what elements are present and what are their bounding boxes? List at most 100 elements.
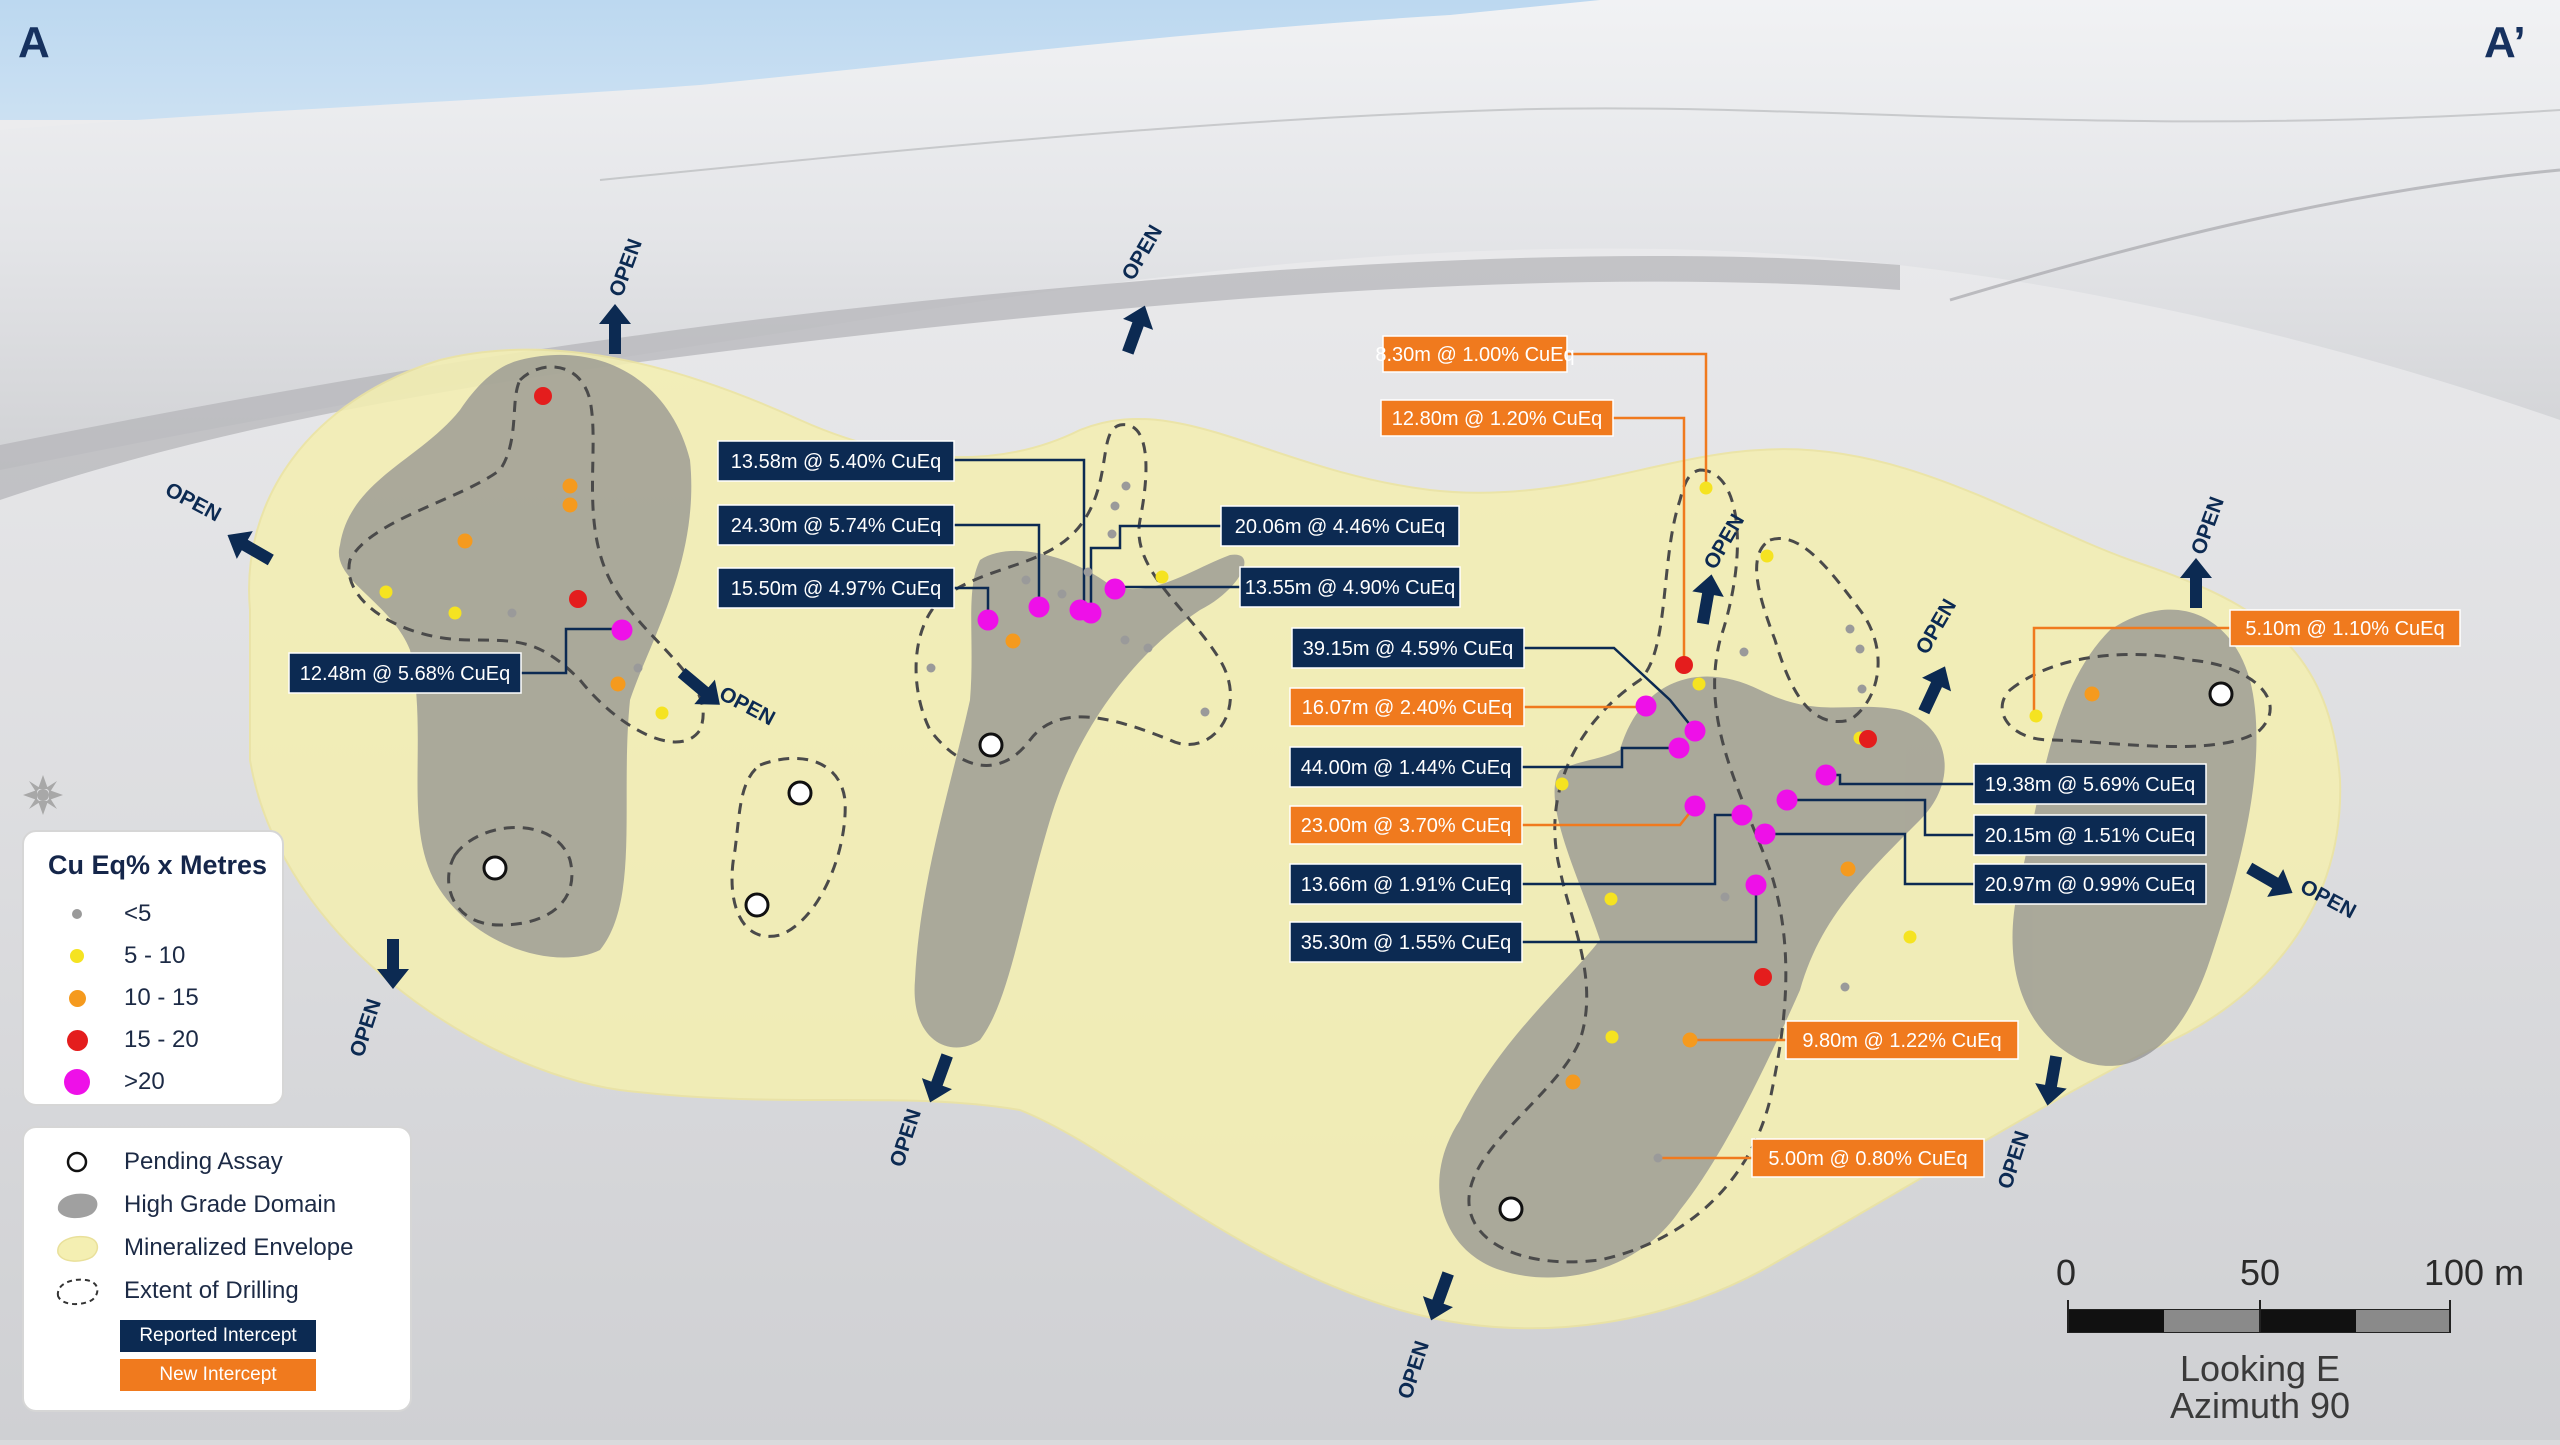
leader-line bbox=[2032, 626, 2230, 716]
intercept-label-box bbox=[1220, 505, 1460, 547]
section-start-label: A bbox=[18, 18, 50, 67]
open-arrow-icon bbox=[2035, 1055, 2067, 1106]
high-grade-domain bbox=[914, 550, 1245, 1048]
intercept-label-box bbox=[1973, 863, 2207, 905]
high-grade-domain-icon bbox=[57, 1193, 98, 1219]
intercept-label-box bbox=[1785, 1020, 2019, 1060]
leader-line bbox=[1765, 832, 1974, 886]
scale-tick-50: 50 bbox=[2240, 1252, 2281, 1293]
pending-assay-point bbox=[744, 892, 770, 918]
new-intercept-swatch: New Intercept bbox=[120, 1359, 316, 1391]
intercept-label-box bbox=[1973, 814, 2207, 856]
assay-point bbox=[1107, 529, 1117, 539]
assay-point bbox=[1760, 549, 1774, 563]
assay-point bbox=[1815, 764, 1837, 786]
intercept-label: 39.15m @ 4.59% CuEq bbox=[1303, 638, 1513, 660]
assay-points bbox=[379, 387, 2234, 1222]
assay-point bbox=[1635, 695, 1657, 717]
assay-point bbox=[1692, 677, 1706, 691]
intercept-label-box bbox=[1289, 863, 1523, 905]
intercept-label: 13.55m @ 4.90% CuEq bbox=[1245, 577, 1455, 599]
intercept-label: 13.66m @ 1.91% CuEq bbox=[1301, 874, 1511, 896]
assay-point bbox=[1080, 602, 1102, 624]
grade-swatch-icon bbox=[72, 909, 82, 919]
assay-point bbox=[1720, 892, 1730, 902]
legend-label: 15 - 20 bbox=[124, 1026, 199, 1053]
view-direction: Looking E bbox=[2179, 1348, 2341, 1389]
assay-point bbox=[1675, 656, 1693, 674]
mineralized-envelope-icon bbox=[57, 1235, 99, 1262]
assay-point bbox=[1555, 777, 1569, 791]
legend-item-mineralized-envelope: Mineralized Envelope bbox=[48, 1228, 353, 1268]
intercept-label: 8.30m @ 1.00% CuEq bbox=[1375, 344, 1574, 366]
assay-point bbox=[1021, 575, 1031, 585]
leader-line bbox=[1613, 416, 1686, 665]
intercept-label-box bbox=[717, 440, 955, 482]
leader-line bbox=[1567, 352, 1708, 488]
leader-line bbox=[954, 586, 990, 620]
section-end-label: A’ bbox=[2484, 18, 2526, 67]
intercept-label-box bbox=[1239, 566, 1461, 608]
intercept-label: 13.58m @ 5.40% CuEq bbox=[731, 451, 941, 473]
open-arrow-icon bbox=[1122, 305, 1154, 355]
grade-swatch-icon bbox=[66, 1029, 88, 1051]
intercept-label: 12.80m @ 1.20% CuEq bbox=[1392, 408, 1602, 430]
extent-of-drilling bbox=[730, 757, 847, 938]
assay-point bbox=[1739, 647, 1749, 657]
legend-item-grade: <5 bbox=[48, 894, 151, 934]
assay-point bbox=[1668, 737, 1690, 759]
intercept-label: 20.15m @ 1.51% CuEq bbox=[1985, 825, 2195, 847]
assay-point bbox=[610, 676, 626, 692]
assay-point bbox=[1754, 823, 1776, 845]
assay-point bbox=[1840, 861, 1856, 877]
intercept-label: 15.50m @ 4.97% CuEq bbox=[731, 578, 941, 600]
logo-icon bbox=[23, 775, 63, 815]
extent-of-drilling bbox=[914, 423, 1232, 767]
assay-point bbox=[926, 663, 936, 673]
assay-point bbox=[1604, 892, 1618, 906]
intercept-leaders bbox=[520, 352, 2230, 1160]
intercept-label-box bbox=[1289, 921, 1523, 963]
intercept-label-box bbox=[1291, 627, 1525, 669]
assay-point bbox=[569, 590, 587, 608]
grade-swatch-icon bbox=[64, 1069, 90, 1095]
scale-tick-0: 0 bbox=[2056, 1252, 2077, 1293]
extent-of-drilling-icon bbox=[56, 1278, 99, 1306]
pending-assay-point bbox=[978, 732, 1004, 758]
intercept-label: 35.30m @ 1.55% CuEq bbox=[1301, 932, 1511, 954]
pending-assay-point bbox=[2208, 681, 2234, 707]
assay-point bbox=[379, 585, 393, 599]
open-arrow-icon bbox=[921, 1053, 953, 1103]
assay-point bbox=[633, 663, 643, 673]
legend-label: Mineralized Envelope bbox=[124, 1234, 354, 1261]
assay-point bbox=[1110, 501, 1120, 511]
intercept-label: 23.00m @ 3.70% CuEq bbox=[1301, 815, 1511, 837]
extent-of-drilling bbox=[2000, 652, 2272, 748]
intercept-label: 44.00m @ 1.44% CuEq bbox=[1301, 757, 1511, 779]
assay-point bbox=[1104, 578, 1126, 600]
legend-item-grade: >20 bbox=[48, 1062, 165, 1102]
intercept-label-box bbox=[1380, 399, 1614, 437]
assay-point bbox=[2084, 686, 2100, 702]
open-arrow-icon bbox=[2180, 558, 2212, 608]
intercept-label: 16.07m @ 2.40% CuEq bbox=[1302, 697, 1512, 719]
legend-label: 10 - 15 bbox=[124, 984, 199, 1011]
feature-legend: Pending Assay High Grade Domain Minerali… bbox=[22, 1126, 412, 1412]
intercept-label-box bbox=[717, 567, 955, 609]
assay-point bbox=[1859, 730, 1877, 748]
assay-point bbox=[1731, 804, 1753, 826]
reported-intercept-swatch: Reported Intercept bbox=[120, 1320, 316, 1352]
extent-of-drilling bbox=[447, 826, 574, 927]
open-arrow-icon bbox=[599, 304, 631, 354]
intercept-label: 19.38m @ 5.69% CuEq bbox=[1985, 774, 2195, 796]
assay-point bbox=[655, 706, 669, 720]
intercept-label: 20.06m @ 4.46% CuEq bbox=[1235, 516, 1445, 538]
legend-item-pending-assay: Pending Assay bbox=[48, 1142, 283, 1182]
open-arrow-icon bbox=[1918, 666, 1952, 715]
pending-assay-point bbox=[787, 780, 813, 806]
assay-point bbox=[1200, 707, 1210, 717]
assay-point bbox=[448, 606, 462, 620]
assay-point bbox=[1776, 789, 1798, 811]
